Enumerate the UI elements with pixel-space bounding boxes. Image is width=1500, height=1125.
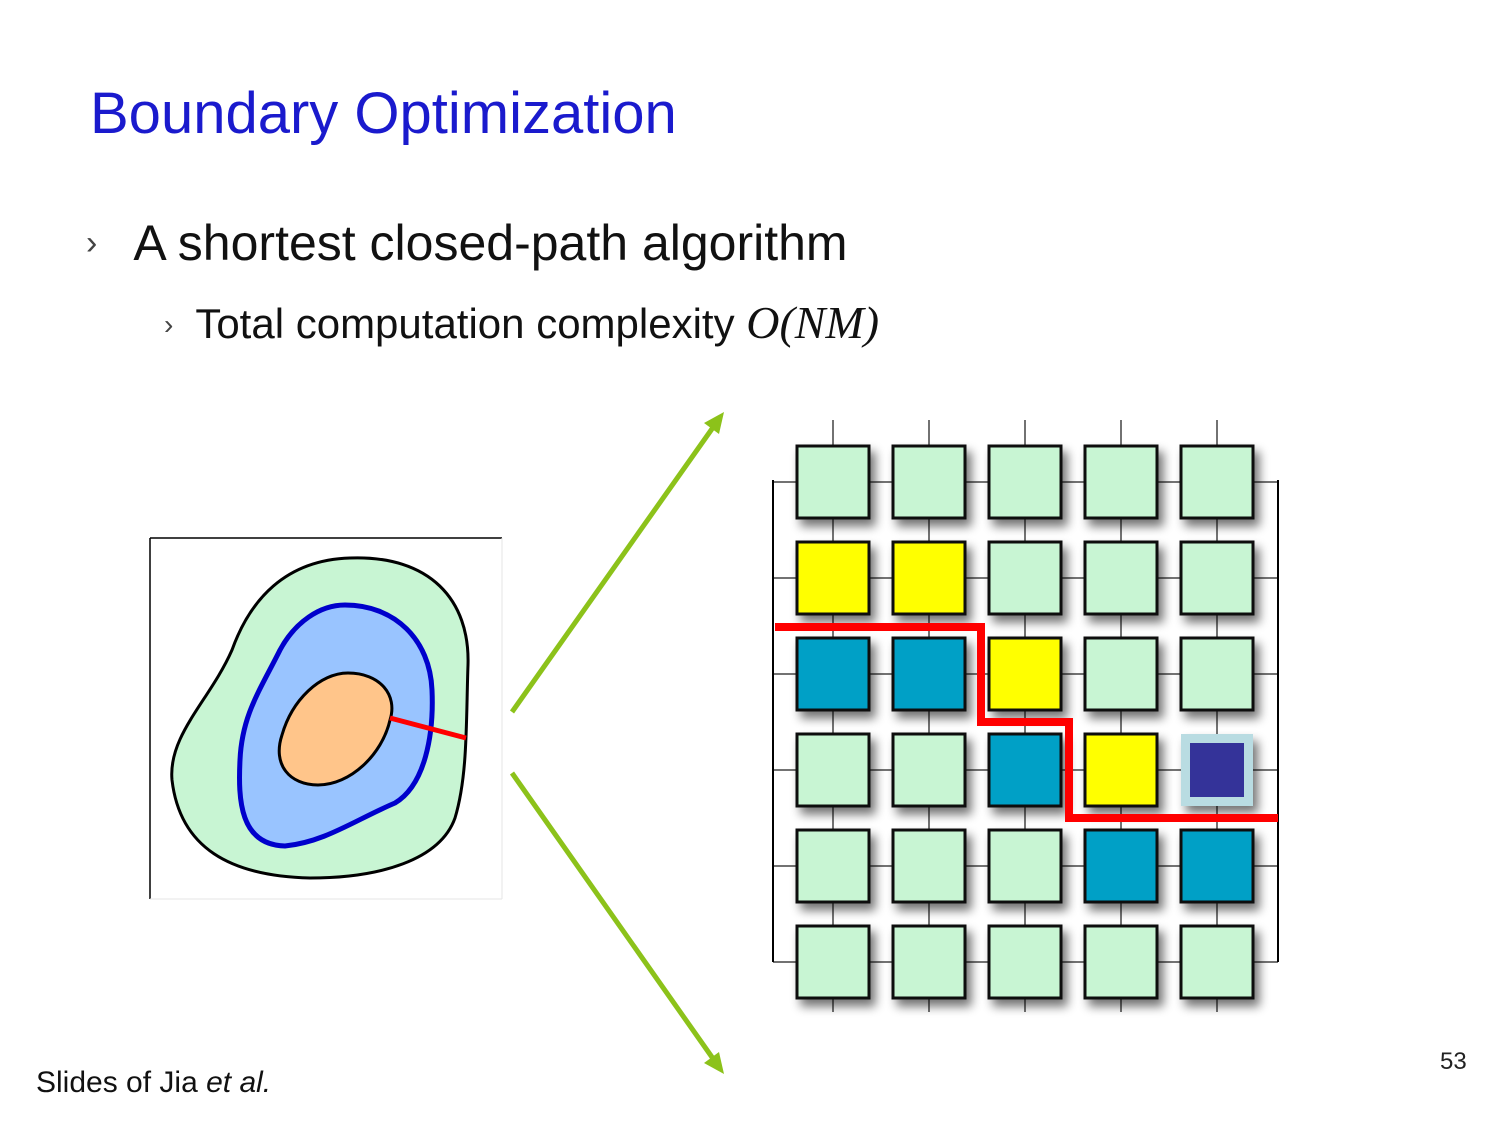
grid-cell-empty [1179,444,1255,520]
grid-cell-box [1179,540,1255,616]
grid-cell-box [795,924,871,1000]
grid-cells [795,444,1255,1000]
grid-cell-empty [1083,540,1159,616]
grid-cell-navy [1181,734,1253,806]
bullet-marker: › [86,224,98,262]
grid-cell-seed [1190,743,1244,797]
shortest-path [775,623,1278,822]
grid-graph [772,420,1279,1012]
grid-cell-box [795,444,871,520]
grid-cell-empty [1083,924,1159,1000]
grid-cell-box [1083,924,1159,1000]
grid-cell-teal [1083,828,1159,904]
grid-cell-box [987,444,1063,520]
grid-cell-empty [795,828,871,904]
grid-cell-box [1083,828,1159,904]
grid-cell-empty [891,924,967,1000]
grid-cell-teal [1179,828,1255,904]
grid-cell-box [1179,444,1255,520]
grid-cell-box [1083,732,1159,808]
grid-cell-box [891,636,967,712]
grid-cell-box [1083,636,1159,712]
bullet-level-1: › A shortest closed-path algorithm [86,214,848,272]
grid-cell-box [891,828,967,904]
sub-bullet-text: Total computation complexity [195,300,747,347]
grid-cell-box [891,732,967,808]
grid-cell-box [1179,828,1255,904]
grid-cell-empty [1083,444,1159,520]
page-number: 53 [1440,1048,1467,1075]
grid-cell-empty [891,444,967,520]
grid-cell-box [891,540,967,616]
grid-cell-box [891,444,967,520]
grid-cell-empty [1179,924,1255,1000]
grid-cell-box [1083,444,1159,520]
grid-cell-empty [1179,636,1255,712]
grid-cell-yellow [987,636,1063,712]
grid-cell-empty [795,732,871,808]
arrow-down-head-icon [704,1052,724,1074]
bullet-level-2: › Total computation complexity O(NM) [164,296,879,349]
grid-cell-empty [1083,636,1159,712]
grid-cell-empty [987,540,1063,616]
cut-line [389,715,467,741]
grid-cell-empty [795,924,871,1000]
slide-credit: Slides of Jia et al. [36,1066,271,1100]
sub-bullet-marker: › [164,309,174,340]
grid-cell-box [987,828,1063,904]
grid-cell-box [987,924,1063,1000]
grid-cell-empty [987,444,1063,520]
grid-cell-box [795,636,871,712]
grid-cell-teal [987,732,1063,808]
credit-emphasis: et al. [206,1066,272,1099]
arrow-up-icon [509,424,717,714]
grid-cell-box [795,828,871,904]
grid-cell-box [987,540,1063,616]
grid-cell-empty [891,828,967,904]
grid-cell-box [795,540,871,616]
arrow-down-icon [509,771,717,1062]
zoom-arrows [509,412,724,1074]
grid-cell-yellow [1083,732,1159,808]
grid-cell-box [1083,540,1159,616]
slide-title: Boundary Optimization [90,81,677,146]
credit-text: Slides of Jia [36,1066,207,1099]
grid-cell-yellow [891,540,967,616]
grid-cell-empty [987,828,1063,904]
grid-cell-box [987,732,1063,808]
arrow-up-head-icon [704,412,724,434]
grid-cell-box [891,924,967,1000]
grid-cell-box [795,732,871,808]
bullet-text: A shortest closed-path algorithm [133,215,848,271]
grid-cell-empty [891,732,967,808]
grid-cell-box [1179,924,1255,1000]
grid-cell-box [1179,636,1255,712]
region-diagram [149,537,503,900]
grid-cell-teal [891,636,967,712]
grid-cell-yellow [795,540,871,616]
grid-cell-box [987,636,1063,712]
grid-cell-empty [1179,540,1255,616]
grid-cell-empty [987,924,1063,1000]
complexity-formula: O(NM) [746,297,880,348]
inner-region [277,671,394,787]
grid-cell-empty [795,444,871,520]
grid-cell-teal [795,636,871,712]
